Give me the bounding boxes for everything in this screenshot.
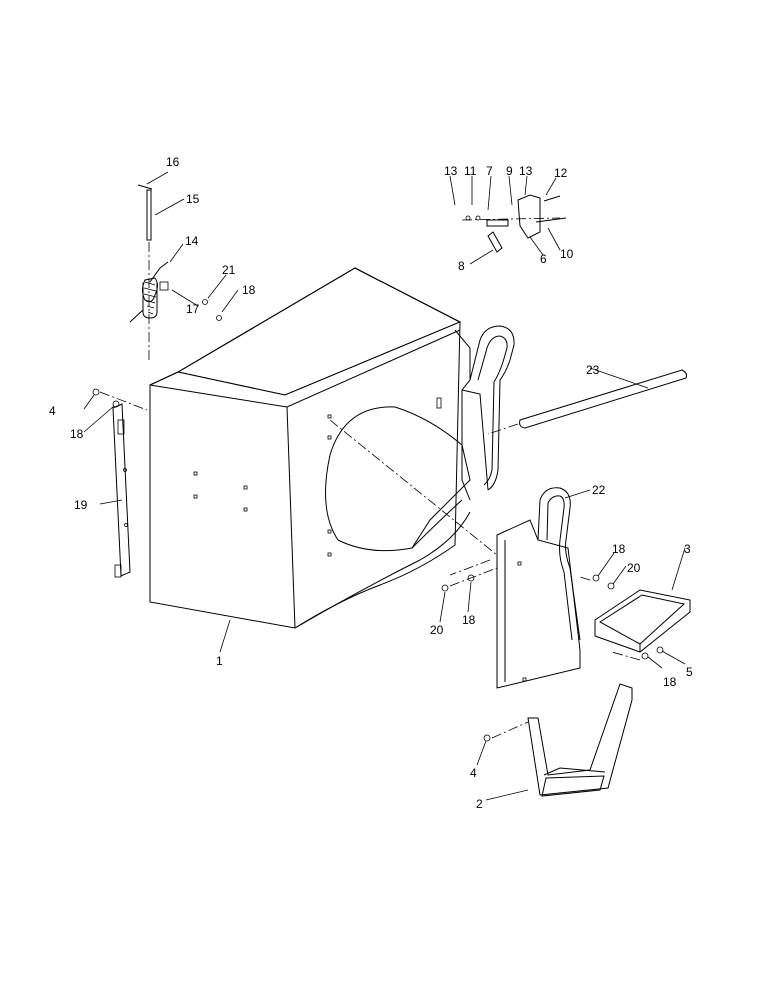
upper-grab-handle	[461, 325, 515, 491]
spring-assembly	[129, 184, 169, 360]
callout-22: 22	[592, 483, 606, 497]
callout-4-b: 4	[470, 766, 477, 780]
callout-20-a: 20	[627, 561, 641, 575]
callout-17: 17	[186, 302, 200, 316]
cab-housing	[149, 267, 471, 629]
callout-6: 6	[540, 252, 547, 266]
side-rail-19	[112, 403, 131, 578]
latch-assembly	[461, 194, 567, 253]
hardware-fasteners	[92, 299, 664, 742]
callout-3: 3	[684, 542, 691, 556]
callout-labels: 16 15 14 21 18 17 13 11 7 9 13 12 8 6 10…	[49, 155, 693, 811]
callout-18-e: 18	[663, 675, 677, 689]
callout-15: 15	[186, 192, 200, 206]
step-3	[594, 589, 691, 653]
callout-11: 11	[464, 164, 477, 178]
callout-7: 7	[486, 164, 493, 178]
callout-9: 9	[506, 164, 513, 178]
callout-19: 19	[74, 498, 88, 512]
callout-12: 12	[554, 166, 568, 180]
callout-8: 8	[458, 259, 465, 273]
mounting-holes	[193, 397, 442, 557]
callout-21: 21	[222, 263, 236, 277]
callout-1: 1	[216, 654, 223, 668]
step-bracket-22	[449, 487, 581, 689]
callout-13-b: 13	[519, 164, 533, 178]
callout-14: 14	[185, 234, 199, 248]
callout-2: 2	[476, 797, 483, 811]
callout-leaders	[83, 171, 686, 801]
lower-step-2	[527, 683, 633, 797]
callout-4-a: 4	[49, 404, 56, 418]
callout-18-b: 18	[70, 427, 84, 441]
callout-16: 16	[166, 155, 180, 169]
callout-18-d: 18	[462, 613, 476, 627]
callout-10: 10	[560, 247, 574, 261]
callout-23: 23	[586, 363, 600, 377]
callout-18-c: 18	[612, 542, 626, 556]
callout-5: 5	[686, 665, 693, 679]
callout-20-b: 20	[430, 623, 444, 637]
rod-23	[487, 369, 687, 435]
callout-18-a: 18	[242, 283, 256, 297]
callout-13-a: 13	[444, 164, 458, 178]
